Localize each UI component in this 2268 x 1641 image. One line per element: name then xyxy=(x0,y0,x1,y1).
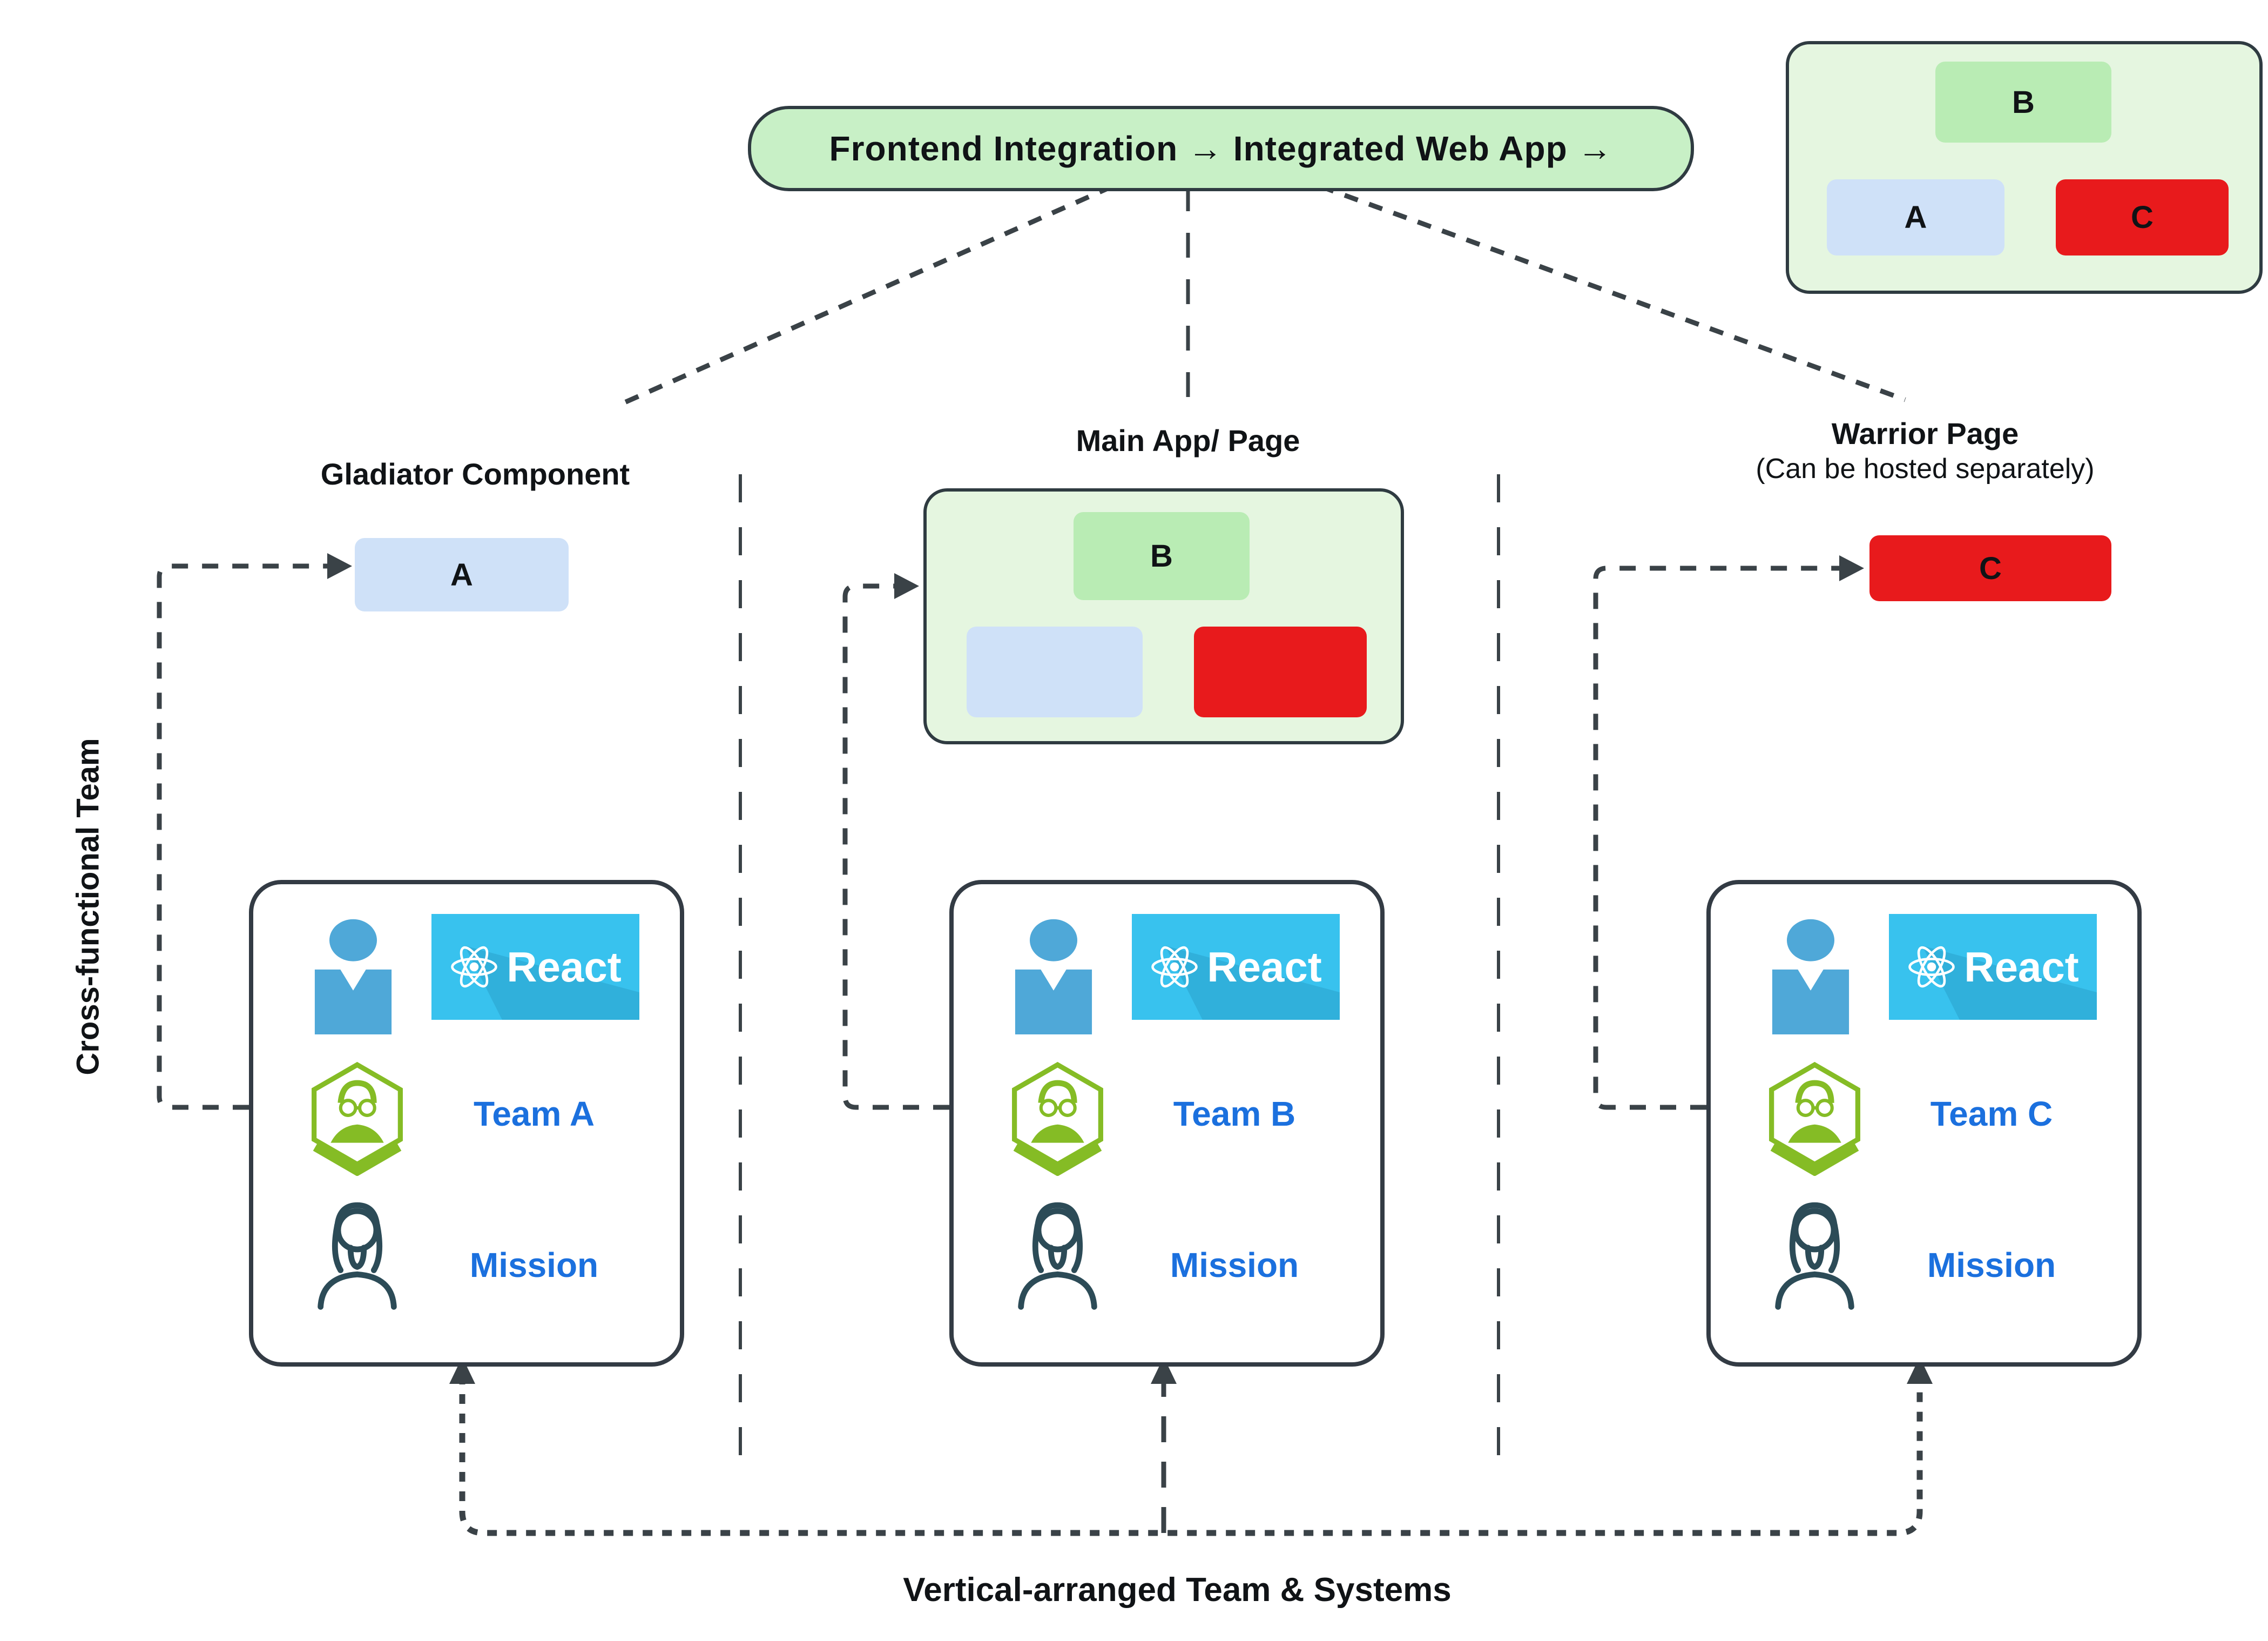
header-main-app-page: Main App/ Page xyxy=(1076,423,1300,458)
main-component-c-slot xyxy=(1194,627,1367,717)
react-atom-icon xyxy=(1151,946,1198,988)
react-atom-icon xyxy=(451,946,498,988)
legend-component-a: A xyxy=(1827,179,2004,255)
developer-hexagon-icon xyxy=(1005,1060,1110,1176)
team-a-card: React Team A xyxy=(249,880,684,1367)
react-label: React xyxy=(507,943,622,991)
team-b-card: React Team B xyxy=(949,880,1385,1367)
component-b-label: B xyxy=(1150,539,1173,574)
main-app-container: B xyxy=(923,488,1404,744)
legend-component-c: C xyxy=(2056,179,2229,255)
woman-icon xyxy=(307,1187,407,1314)
mission-label: Mission xyxy=(1170,1246,1299,1284)
team-name-label: Team A xyxy=(473,1094,595,1133)
legend-b-label: B xyxy=(2012,84,2035,120)
mission-label: Mission xyxy=(469,1246,599,1284)
developer-hexagon-icon xyxy=(1762,1060,1867,1176)
frontend-integration-pill: Frontend Integration → Integrated Web Ap… xyxy=(748,106,1694,191)
react-label: React xyxy=(1964,943,2079,991)
react-logo-banner: React xyxy=(1132,914,1340,1020)
integrated-app-legend: B A C xyxy=(1786,41,2263,294)
team-name-label: Team C xyxy=(1930,1094,2053,1133)
component-a-label: A xyxy=(450,557,473,593)
mission-label: Mission xyxy=(1927,1246,2056,1284)
person-icon xyxy=(307,916,399,1034)
component-c-box: C xyxy=(1869,535,2111,601)
vertical-arranged-caption: Vertical-arranged Team & Systems xyxy=(903,1571,1452,1609)
team-name-label: Team B xyxy=(1173,1094,1296,1133)
person-icon xyxy=(1765,916,1857,1034)
legend-a-label: A xyxy=(1904,200,1927,235)
component-a-box: A xyxy=(355,538,569,611)
react-label: React xyxy=(1207,943,1322,991)
legend-c-label: C xyxy=(2131,200,2154,235)
developer-hexagon-icon xyxy=(305,1060,410,1176)
header-warrior-page: Warrior Page xyxy=(1831,416,2019,450)
cross-functional-team-label: Cross-functional Team xyxy=(70,738,106,1075)
main-component-a-slot xyxy=(967,627,1143,717)
woman-icon xyxy=(1008,1187,1108,1314)
react-logo-banner: React xyxy=(1889,914,2097,1020)
legend-component-b: B xyxy=(1935,62,2111,143)
subheader-warrior-page: (Can be hosted separately) xyxy=(1756,453,2095,485)
woman-icon xyxy=(1765,1187,1865,1314)
component-c-label: C xyxy=(1979,550,2002,586)
main-component-b: B xyxy=(1074,512,1250,600)
person-icon xyxy=(1008,916,1099,1034)
react-atom-icon xyxy=(1908,946,1955,988)
header-gladiator-component: Gladiator Component xyxy=(320,457,630,491)
team-c-card: React Team C xyxy=(1706,880,2142,1367)
pill-label: Frontend Integration → Integrated Web Ap… xyxy=(829,129,1613,168)
react-logo-banner: React xyxy=(431,914,639,1020)
